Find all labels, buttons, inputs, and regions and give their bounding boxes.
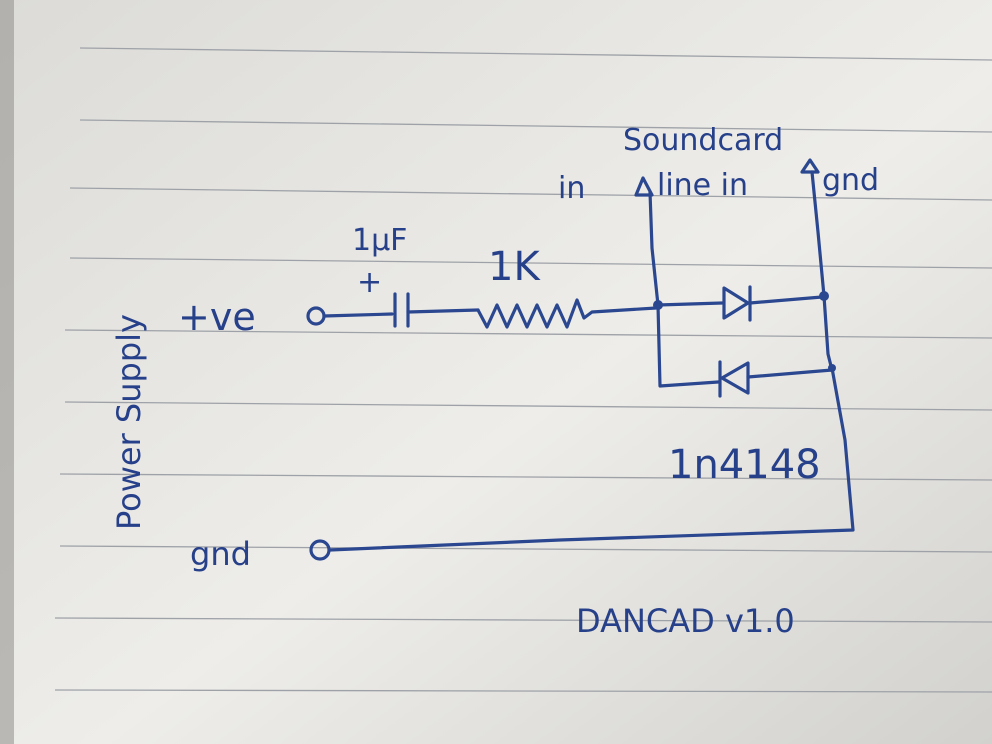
wire-diode1-left <box>656 301 724 307</box>
label-gnd-top: gnd <box>822 163 879 198</box>
capacitor-symbol <box>393 292 410 328</box>
label-power-supply: Power Supply <box>110 314 148 530</box>
ruled-lines <box>54 47 992 693</box>
label-plus: + <box>357 265 382 300</box>
label-in: in <box>558 171 585 206</box>
wire-gnd-in <box>810 170 826 298</box>
label-positive: +ve <box>178 295 256 339</box>
label-signature: DANCAD v1.0 <box>576 602 795 640</box>
label-gnd-bottom: gnd <box>190 535 251 573</box>
wire-positive-to-capacitor <box>322 312 394 318</box>
wire-capacitor-to-resistor <box>406 308 480 314</box>
wire-line-in <box>648 190 660 307</box>
ground-terminal <box>309 539 331 561</box>
label-diode: 1n4148 <box>668 442 821 488</box>
wire-diode2-left <box>656 303 720 388</box>
line-in-terminal <box>634 176 654 197</box>
wire-diode1-right <box>748 295 824 305</box>
wire-ground-return <box>328 366 855 552</box>
diode-forward-symbol <box>722 286 750 320</box>
gnd-in-terminal <box>800 158 820 174</box>
wire-diode2-right <box>746 294 834 379</box>
label-capacitor: 1µF <box>352 223 407 258</box>
label-soundcard: Soundcard <box>623 123 783 158</box>
label-line-in: line in <box>657 168 748 203</box>
label-resistor: 1K <box>488 244 541 290</box>
resistor-symbol <box>476 298 658 329</box>
page-edge-shadow <box>0 0 14 744</box>
